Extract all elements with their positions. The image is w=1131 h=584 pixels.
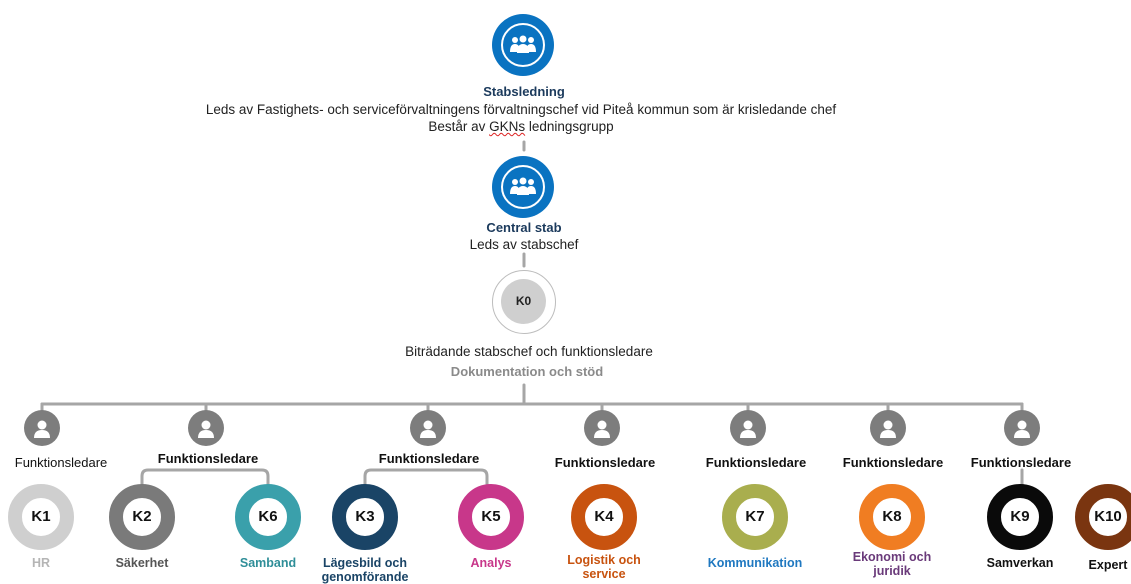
- k0-code: K0: [501, 279, 546, 324]
- function-leader-label-2: Funktionsledare: [157, 451, 259, 466]
- function-k8-ring: K8: [859, 484, 925, 550]
- leadership-description: Leds av Fastighets- och serviceförvaltni…: [205, 102, 837, 117]
- function-code: K10: [1094, 508, 1122, 525]
- function-name: Säkerhet: [115, 556, 169, 570]
- function-name: Logistik och service: [567, 553, 641, 581]
- function-name: Samverkan: [986, 556, 1054, 570]
- function-code: K7: [745, 508, 765, 525]
- person-icon: [584, 410, 620, 446]
- function-name: Expert: [1088, 558, 1128, 572]
- function-name: HR: [31, 556, 51, 570]
- function-name: Ekonomi och juridik: [852, 550, 932, 578]
- function-k5-ring: K5: [458, 484, 524, 550]
- leadership-composition: Består av GKNs ledningsgrupp: [428, 119, 614, 134]
- function-leader-label-6: Funktionsledare: [842, 455, 944, 470]
- leadership-group-icon: [492, 14, 554, 76]
- function-k3-ring: K3: [332, 484, 398, 550]
- function-name: Kommunikation: [707, 556, 803, 570]
- function-code: K9: [1010, 508, 1030, 525]
- bracket-k2-k6: [140, 468, 270, 486]
- person-icon: [1004, 410, 1040, 446]
- function-k9-ring: K9: [987, 484, 1053, 550]
- function-leader-label-3: Funktionsledare: [378, 451, 480, 466]
- function-code: K1: [31, 508, 51, 525]
- function-code: K4: [594, 508, 614, 525]
- function-k10-ring: K10: [1075, 484, 1131, 550]
- central-title: Central stab: [486, 220, 562, 235]
- k0-role: Dokumentation och stöd: [450, 364, 604, 379]
- person-icon: [730, 410, 766, 446]
- function-k2-ring: K2: [109, 484, 175, 550]
- person-icon: [188, 410, 224, 446]
- function-code: K8: [882, 508, 902, 525]
- function-leader-label-7: Funktionsledare: [970, 455, 1072, 470]
- k0-node: K0: [492, 270, 556, 334]
- function-k1-ring: K1: [8, 484, 74, 550]
- function-code: K2: [132, 508, 152, 525]
- leadership-title: Stabsledning: [483, 84, 565, 99]
- person-icon: [410, 410, 446, 446]
- function-code: K3: [355, 508, 375, 525]
- function-leader-label-4: Funktionsledare: [554, 455, 656, 470]
- bracket-k3-k5: [363, 468, 489, 486]
- function-name: Samband: [239, 556, 297, 570]
- central-subtitle: Leds av stabschef: [469, 237, 579, 252]
- function-code: K6: [258, 508, 278, 525]
- function-leader-label-5: Funktionsledare: [705, 455, 807, 470]
- person-icon: [870, 410, 906, 446]
- function-leader-label-1: Funktionsledare: [14, 455, 108, 470]
- person-icon: [24, 410, 60, 446]
- central-group-icon: [492, 156, 554, 218]
- function-k7-ring: K7: [722, 484, 788, 550]
- k0-description: Biträdande stabschef och funktionsledare: [405, 344, 653, 359]
- function-k4-ring: K4: [571, 484, 637, 550]
- function-code: K5: [481, 508, 501, 525]
- function-k6-ring: K6: [235, 484, 301, 550]
- function-name: Analys: [470, 556, 512, 570]
